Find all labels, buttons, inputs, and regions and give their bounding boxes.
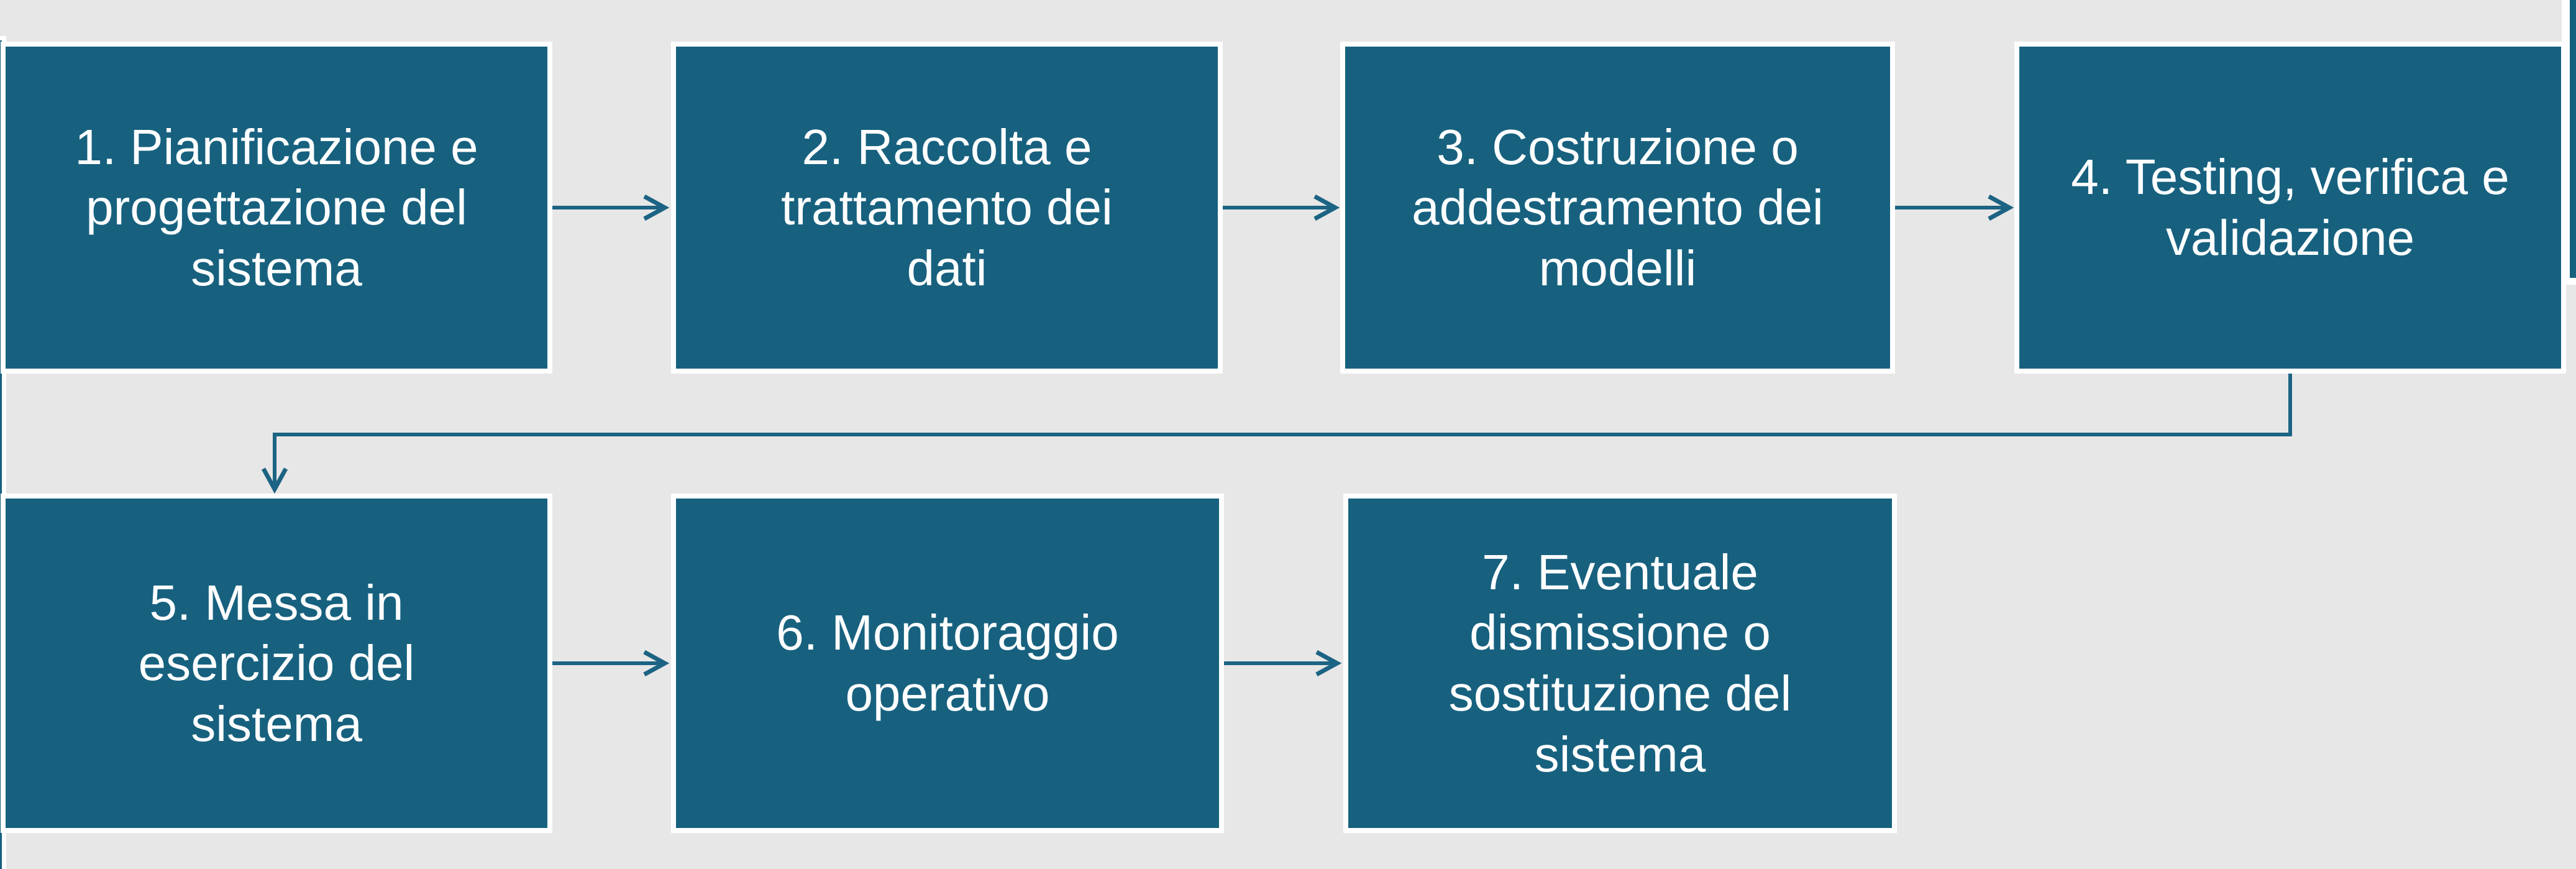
arrowhead-icon (643, 194, 670, 221)
arrow-step2-to-step3 (1223, 194, 1340, 221)
arrowhead-icon (643, 650, 670, 677)
arrow-step3-to-step4 (1895, 194, 2014, 221)
arrow-step1-to-step2 (552, 194, 670, 221)
step-label: 3. Costruzione o addestramento dei model… (1412, 119, 1824, 296)
arrowhead-icon (261, 467, 288, 494)
arrow-elbow-shaft (273, 374, 2292, 487)
step-label: 5. Messa in esercizio del sistema (138, 574, 415, 752)
step-label: 1. Pianificazione e progettazione del si… (75, 119, 478, 296)
step-box-5-messa-in-esercizio: 5. Messa in esercizio del sistema (1, 494, 552, 833)
right-edge-shape-sliver (2570, 0, 2576, 278)
step-label: 7. Eventuale dismissione o sostituzione … (1448, 544, 1792, 782)
arrowhead-icon (1313, 194, 1340, 221)
step-box-4-testing: 4. Testing, verifica e validazione (2014, 42, 2566, 374)
arrowhead-icon (1315, 650, 1342, 677)
step-box-3-costruzione: 3. Costruzione o addestramento dei model… (1340, 42, 1895, 374)
arrowhead-icon (1988, 194, 2014, 221)
arrow-step4-to-step5 (261, 374, 2292, 494)
step-box-6-monitoraggio: 6. Monitoraggio operativo (671, 494, 1224, 833)
left-edge-shape-sliver (0, 40, 2, 869)
left-edge-shape-border (0, 36, 6, 869)
step-box-2-raccolta: 2. Raccolta e trattamento dei dati (671, 42, 1223, 374)
arrow-step5-to-step6 (552, 650, 670, 677)
step-label: 2. Raccolta e trattamento dei dati (781, 119, 1113, 296)
arrow-step6-to-step7 (1223, 650, 1342, 677)
step-label: 4. Testing, verifica e validazione (2071, 149, 2510, 265)
step-label: 6. Monitoraggio operativo (776, 605, 1119, 721)
step-box-1-pianificazione: 1. Pianificazione e progettazione del si… (1, 42, 552, 374)
step-box-7-dismissione: 7. Eventuale dismissione o sostituzione … (1343, 494, 1897, 833)
